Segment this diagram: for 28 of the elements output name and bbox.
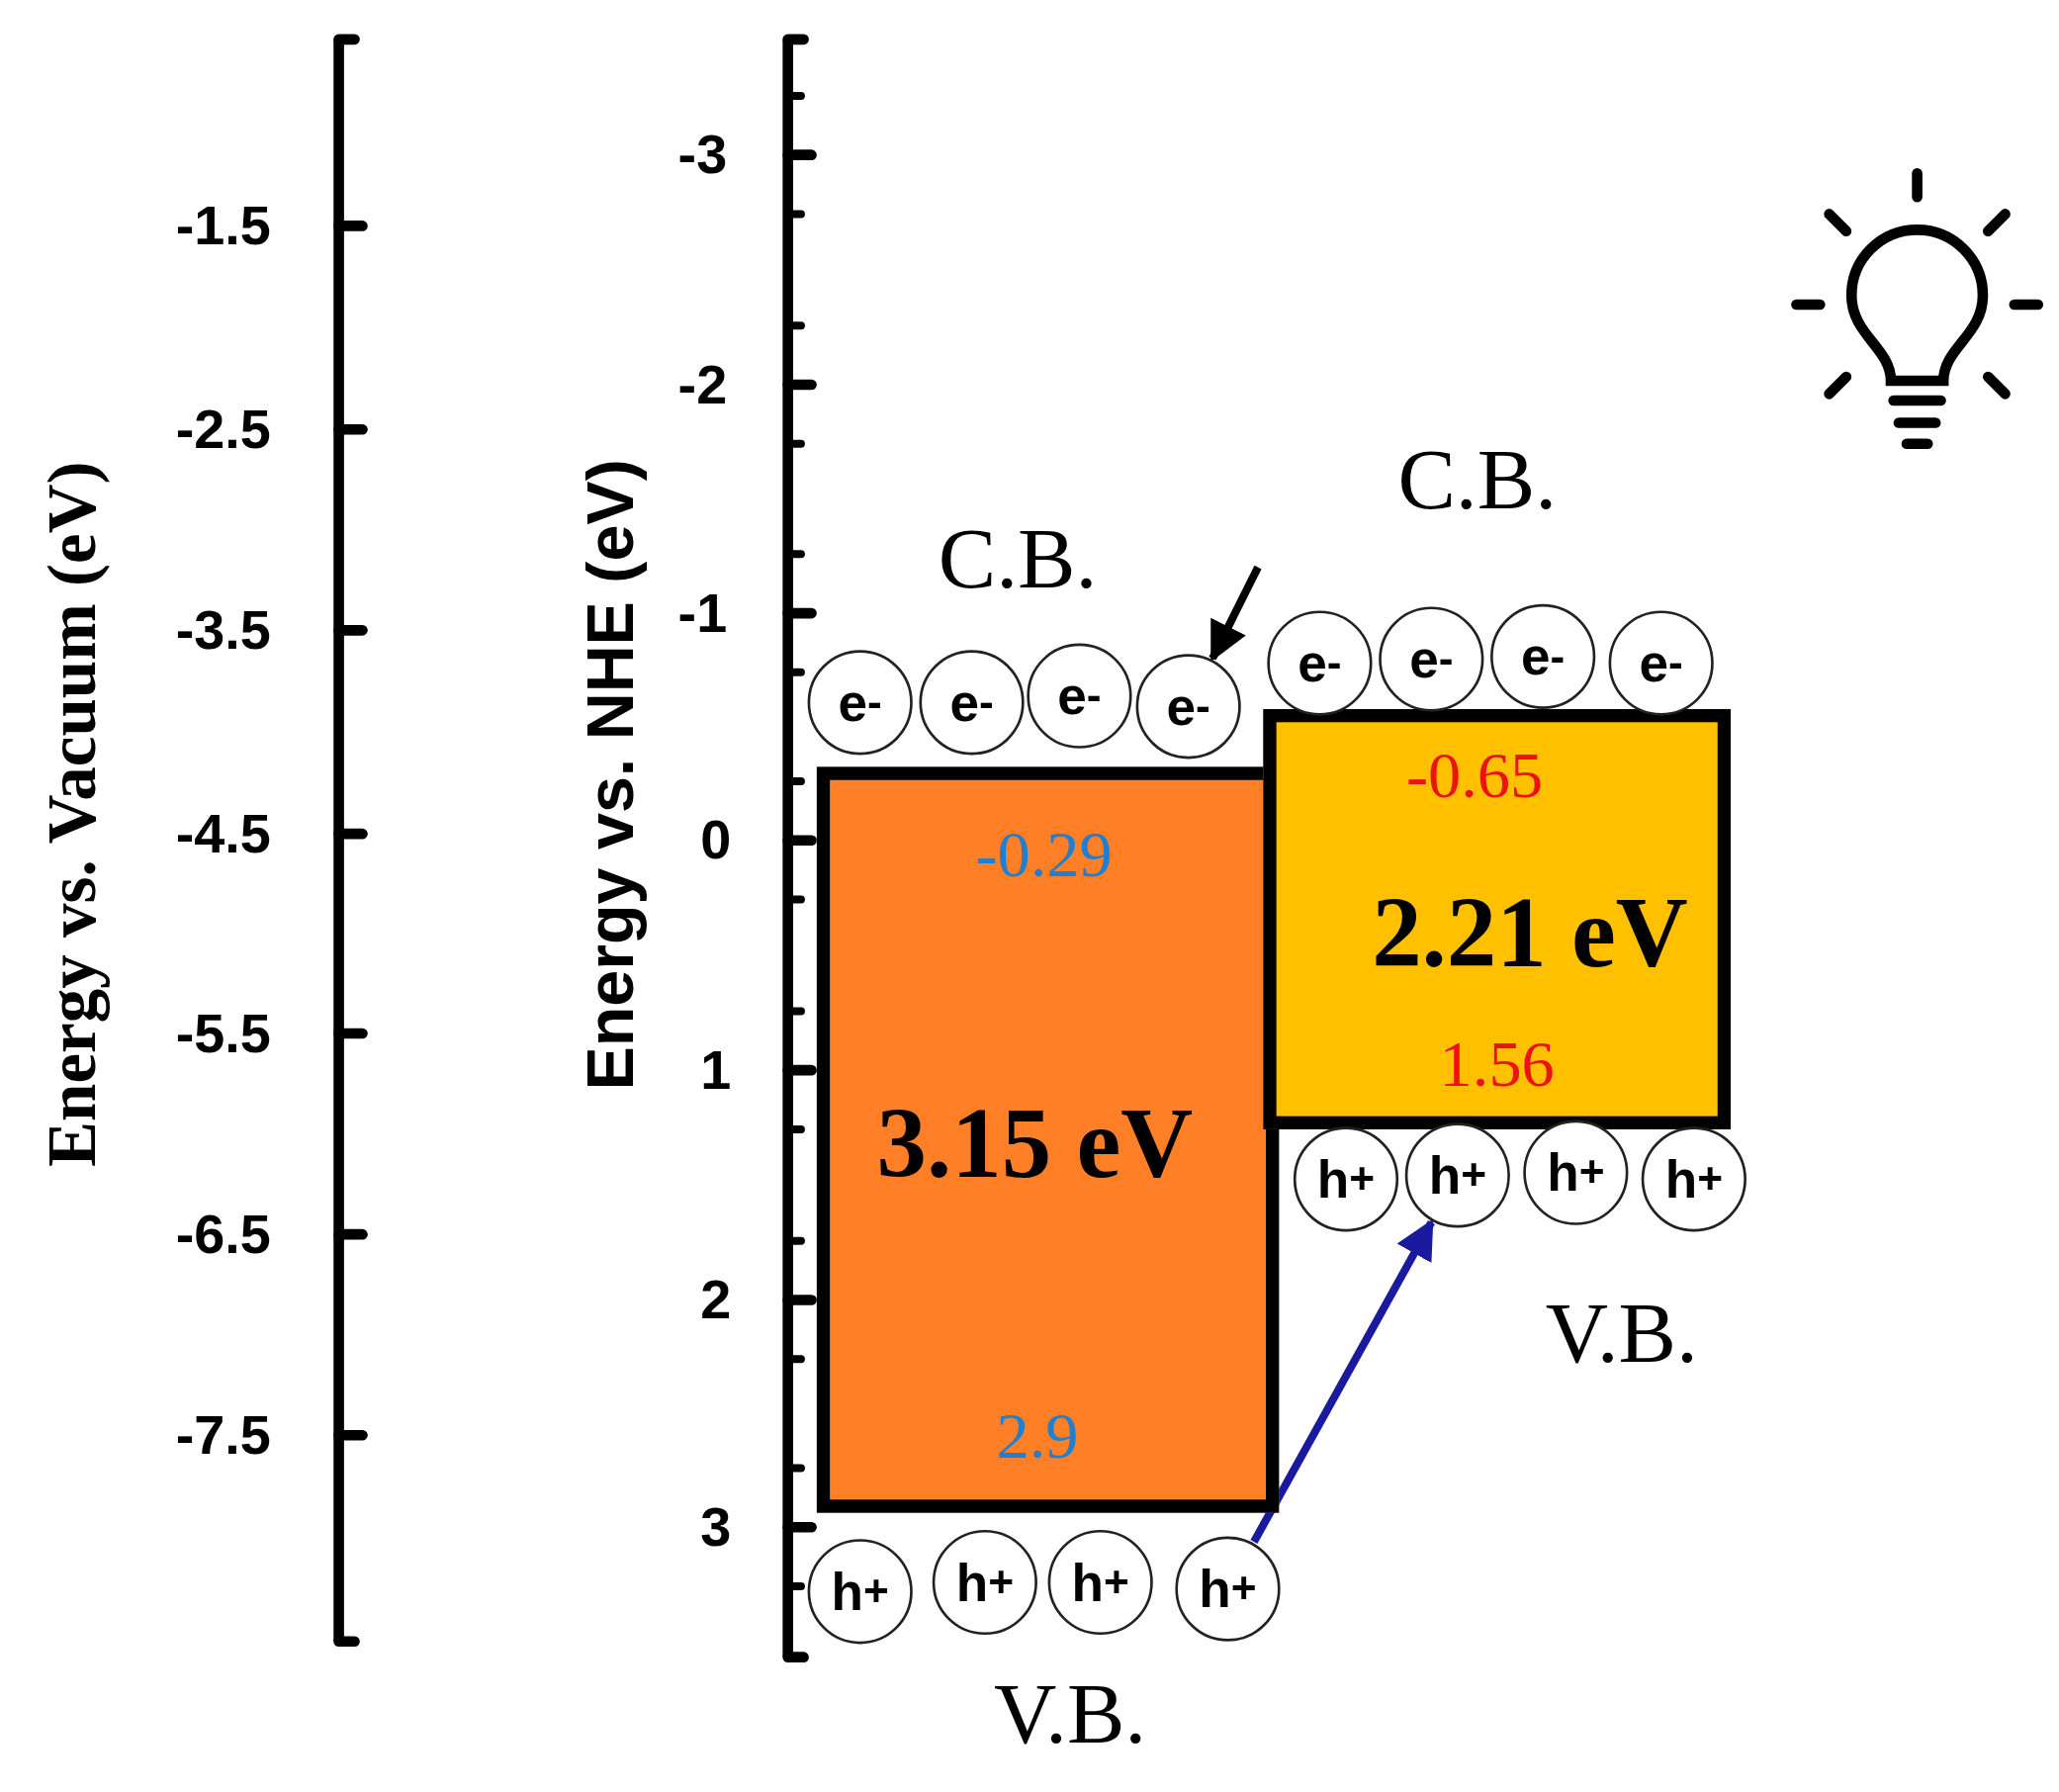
- band-box: [1263, 709, 1732, 1129]
- band-label: V.B.: [1545, 1289, 1698, 1377]
- arrow: [1209, 565, 1262, 663]
- tick-label: -1.5: [175, 198, 271, 254]
- band-edge-value: 2.9: [996, 1402, 1079, 1469]
- band-box: [816, 766, 1280, 1513]
- band-edge-value: -0.29: [975, 820, 1113, 887]
- tick-label: -6.5: [175, 1207, 271, 1262]
- tick-label: -2: [677, 357, 728, 412]
- band-gap-label: 3.15 eV: [876, 1092, 1194, 1193]
- band-label: C.B.: [938, 514, 1098, 602]
- arrow: [1250, 1218, 1435, 1544]
- tick-label: 2: [700, 1272, 732, 1328]
- band-label: V.B.: [994, 1669, 1147, 1757]
- tick-label: -7.5: [175, 1407, 271, 1464]
- tick-label: -3.5: [175, 602, 271, 659]
- tick-label: 0: [700, 812, 732, 868]
- tick-label: -2.5: [175, 402, 271, 458]
- tick-label: 3: [700, 1499, 732, 1556]
- band-label: C.B.: [1397, 435, 1558, 523]
- tick-label: -1: [677, 585, 728, 641]
- band-gap-label: 2.21 eV: [1372, 882, 1688, 983]
- band-edge-value: -0.65: [1405, 742, 1544, 808]
- tick-label: -4.5: [175, 806, 271, 862]
- tick-label: 1: [700, 1042, 732, 1099]
- tick-label: -3: [677, 127, 728, 183]
- band-edge-value: 1.56: [1439, 1030, 1555, 1097]
- tick-label: -5.5: [175, 1006, 271, 1061]
